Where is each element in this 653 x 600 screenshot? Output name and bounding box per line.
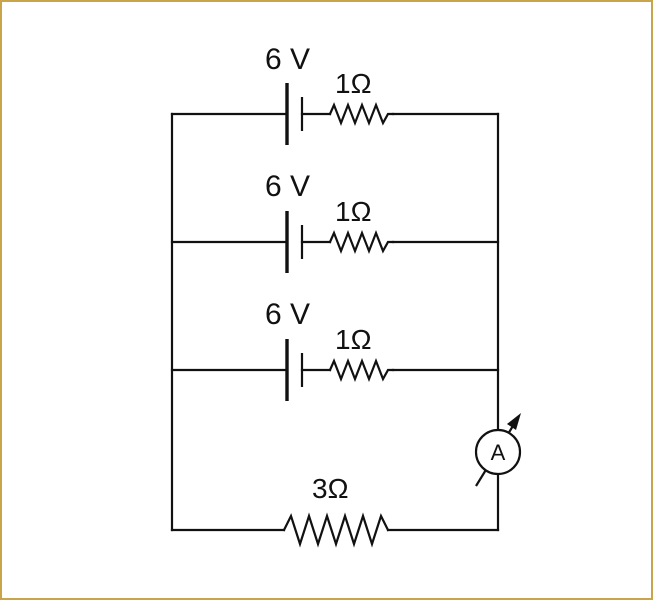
battery-branch-3: 6 V 1Ω: [170, 298, 500, 401]
load-resistor-label: 3Ω: [312, 473, 349, 504]
battery-2-voltage-label: 6 V: [265, 170, 310, 203]
battery-branch-2: 6 V 1Ω: [170, 170, 500, 273]
battery-1-voltage-label: 6 V: [265, 43, 310, 76]
load-resistor: 3Ω: [282, 473, 390, 548]
resistor-1-label: 1Ω: [335, 68, 372, 99]
ammeter-symbol: A: [491, 440, 506, 465]
ammeter-icon: A: [474, 413, 522, 487]
resistor-3-zigzag: [328, 357, 395, 383]
resistor-3-label: 1Ω: [335, 324, 372, 355]
battery-3-voltage-label: 6 V: [265, 298, 310, 331]
resistor-2-zigzag: [328, 229, 395, 255]
circuit-wires: [170, 112, 500, 532]
ammeter-ring: [474, 428, 522, 476]
resistor-1-zigzag: [328, 101, 395, 127]
ammeter-arrow-head: [507, 413, 521, 430]
battery-branch-1: 6 V 1Ω: [170, 43, 500, 145]
load-resistor-zigzag: [282, 512, 390, 548]
resistor-2-label: 1Ω: [335, 196, 372, 227]
